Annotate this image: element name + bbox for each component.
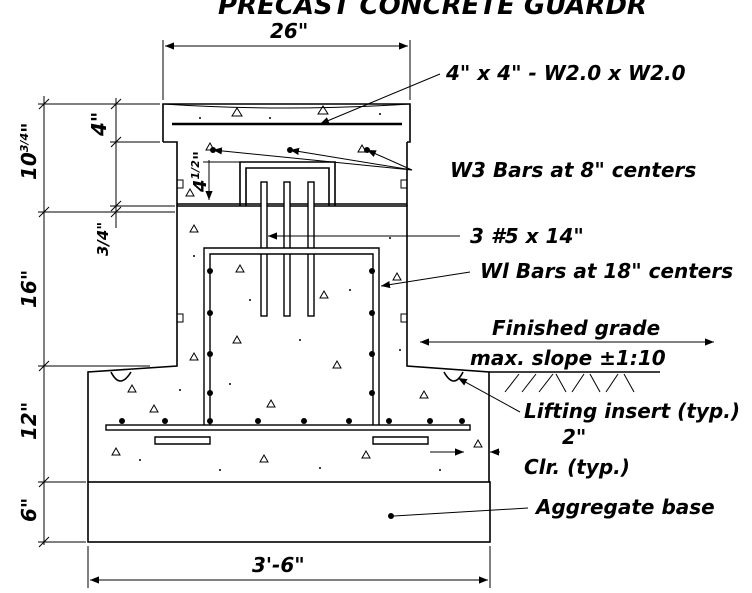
grade-hatch [504, 373, 635, 393]
concrete-speckle-dots [139, 113, 441, 471]
w3-leader [289, 147, 413, 171]
dim-stem-label: 16" [17, 270, 41, 308]
aggregate-base-leader-dot [388, 513, 394, 519]
stirrup-hook-left [154, 436, 211, 445]
recess-outline [239, 161, 336, 206]
drawing-title: PRECAST CONCRETE GUARDR [218, 0, 647, 21]
upper-block-outline [163, 141, 408, 206]
cap-crown-line [162, 103, 411, 109]
max-slope-label: max. slope ±1:10 [470, 346, 666, 370]
lifting-insert-left [110, 371, 132, 382]
concrete-aggregate-texture [111, 105, 483, 463]
w3-leader [366, 149, 413, 171]
footing-outline [87, 205, 490, 482]
wl-leader [380, 271, 471, 289]
side-notches [177, 179, 407, 323]
mesh-leader [319, 73, 441, 125]
aggregate-base-callout: Aggregate base [534, 495, 715, 519]
dim-top-width-label: 26" [270, 19, 308, 43]
dim-upper-depth-label: 103/4" [17, 122, 41, 180]
dim-ticks [110, 98, 122, 218]
w3-leader [212, 147, 413, 171]
dim-base-width-label: 3'-6" [252, 553, 305, 577]
bottom-mesh [105, 424, 471, 431]
dim-top-depth-label: 4" [87, 112, 111, 137]
aggregate-leader [393, 507, 529, 517]
wl-callout: Wl Bars at 18" centers [480, 259, 733, 283]
wl-stirrup [203, 247, 380, 427]
lifting-insert-right [443, 371, 464, 382]
clear-typ-label: Clr. (typ.) [524, 455, 630, 479]
dowel-callout: 3 #5 x 14" [470, 224, 584, 248]
dim-joint-label: 3/4" [94, 222, 112, 256]
finished-grade-label: Finished grade [492, 316, 660, 340]
mesh-callout: 4" x 4" - W2.0 x W2.0 [445, 61, 686, 85]
dim-recess-label: 41/2" [189, 151, 211, 193]
lifting-insert-leader [457, 377, 521, 413]
clear-cover-label: 2" [562, 425, 586, 449]
rebar-dots [119, 268, 465, 424]
dim-footing-label: 12" [17, 402, 41, 440]
w3-callout: W3 Bars at 8" centers [450, 158, 696, 182]
lifting-insert-callout: Lifting insert (typ.) [524, 399, 740, 423]
dim-ticks [38, 98, 50, 548]
aggregate-base [87, 481, 491, 543]
dim-base-label: 6" [17, 498, 41, 522]
stirrup-hook-right [372, 436, 429, 445]
